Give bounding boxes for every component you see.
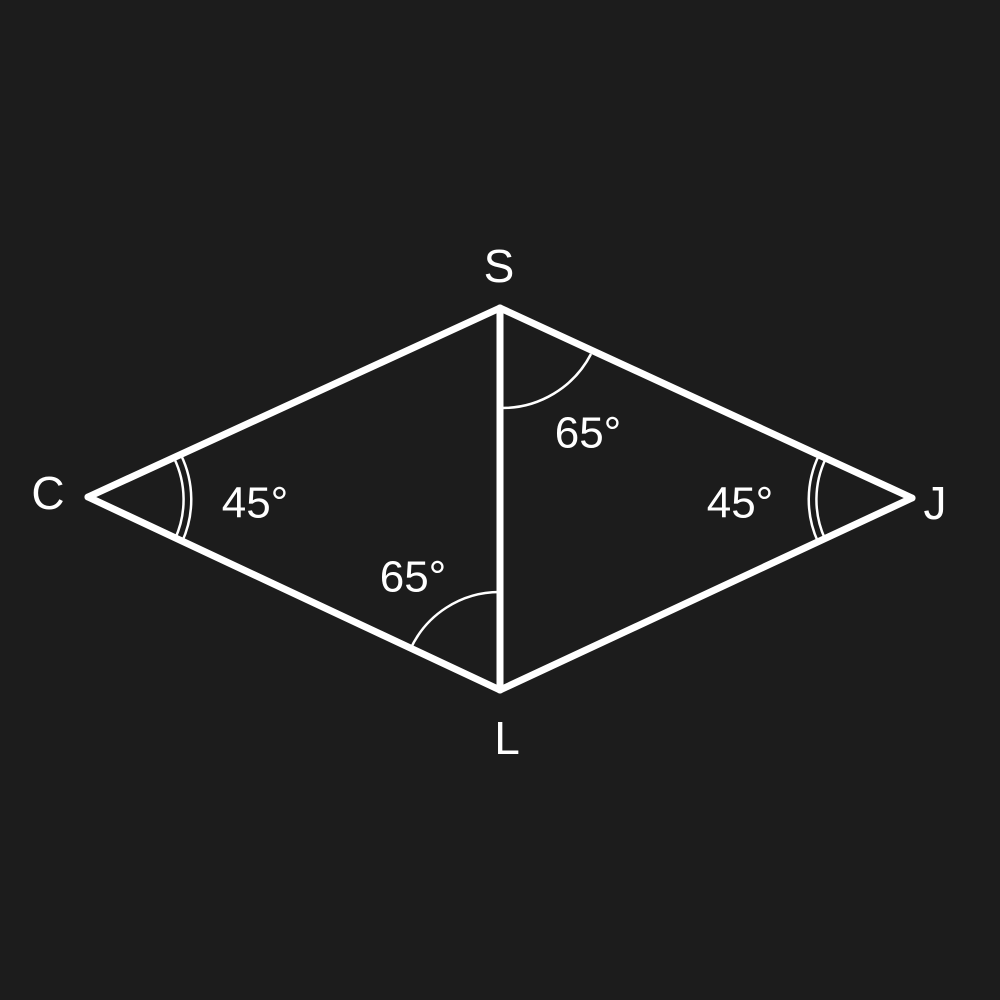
angle-label-s: 65°	[555, 409, 622, 458]
angle-arc-j-outer	[807, 454, 821, 543]
edge-s-j	[496, 304, 916, 502]
vertex-label-j: J	[924, 477, 947, 529]
vertex-label-s: S	[484, 240, 515, 292]
vertex-label-l: L	[494, 712, 520, 764]
angle-arc-s	[500, 353, 593, 410]
angle-label-l: 65°	[380, 553, 447, 602]
angle-label-j: 45°	[707, 479, 774, 528]
angle-arc-c-outer	[179, 454, 193, 543]
edge-j-l	[496, 494, 916, 694]
edge-c-s	[84, 304, 504, 501]
vertex-label-c: C	[31, 467, 64, 519]
angle-arc-j-inner	[815, 457, 828, 540]
angle-arc-c-inner	[172, 457, 185, 540]
edge-l-c	[84, 493, 504, 694]
angle-arc-l	[408, 590, 501, 651]
angle-label-c: 45°	[222, 479, 289, 528]
